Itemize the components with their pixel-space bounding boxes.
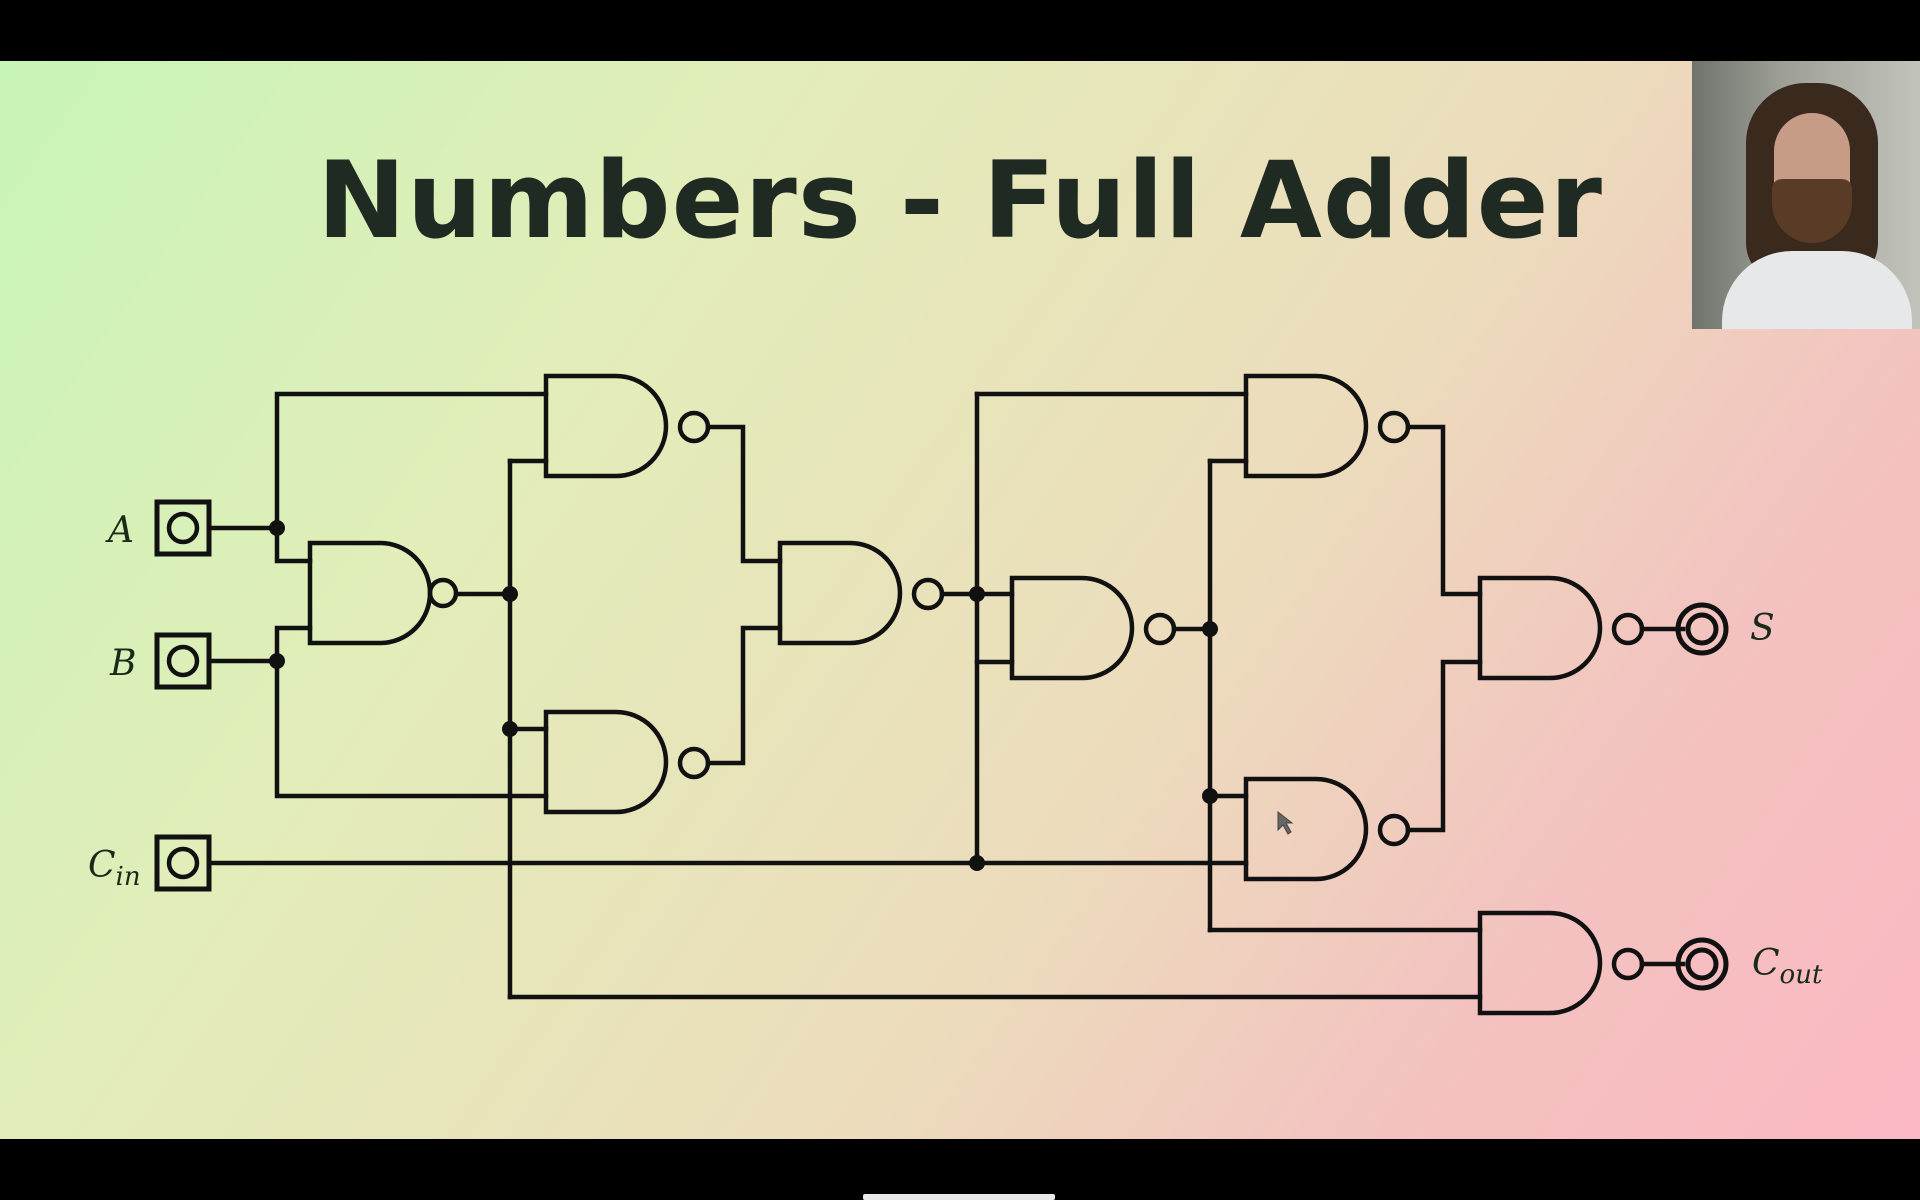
nand-gate-6 <box>1246 376 1411 476</box>
input-pin-b <box>154 632 212 690</box>
nand-gate-5 <box>1012 578 1177 678</box>
full-adder-circuit: A B Cin S Cout <box>88 61 1823 1139</box>
label-cin: Cin <box>88 845 141 892</box>
slide-title: Numbers - Full Adder <box>317 139 1603 262</box>
label-cout: Cout <box>1752 943 1823 990</box>
label-b: B <box>109 643 136 684</box>
nand-gate-2 <box>546 376 711 476</box>
nand-gate-4 <box>780 543 945 643</box>
slide: Numbers - Full Adder <box>0 61 1920 1139</box>
label-a: A <box>105 510 134 551</box>
input-pin-cin <box>154 834 212 892</box>
wires <box>208 391 1686 1000</box>
video-progress-indicator[interactable] <box>863 1194 1055 1200</box>
cursor-icon <box>1277 810 1294 835</box>
input-pin-a <box>154 499 212 557</box>
nand-gate-9 <box>1480 913 1645 1013</box>
output-pin-s <box>1675 602 1729 656</box>
nand-gate-7 <box>1246 779 1411 879</box>
nand-gate-1 <box>310 543 459 643</box>
output-pin-cout <box>1675 937 1729 991</box>
nand-gate-3 <box>546 712 711 812</box>
nand-gate-8 <box>1480 578 1645 678</box>
junctions <box>269 520 1218 871</box>
presenter-webcam <box>1692 61 1920 329</box>
label-s: S <box>1750 608 1775 649</box>
